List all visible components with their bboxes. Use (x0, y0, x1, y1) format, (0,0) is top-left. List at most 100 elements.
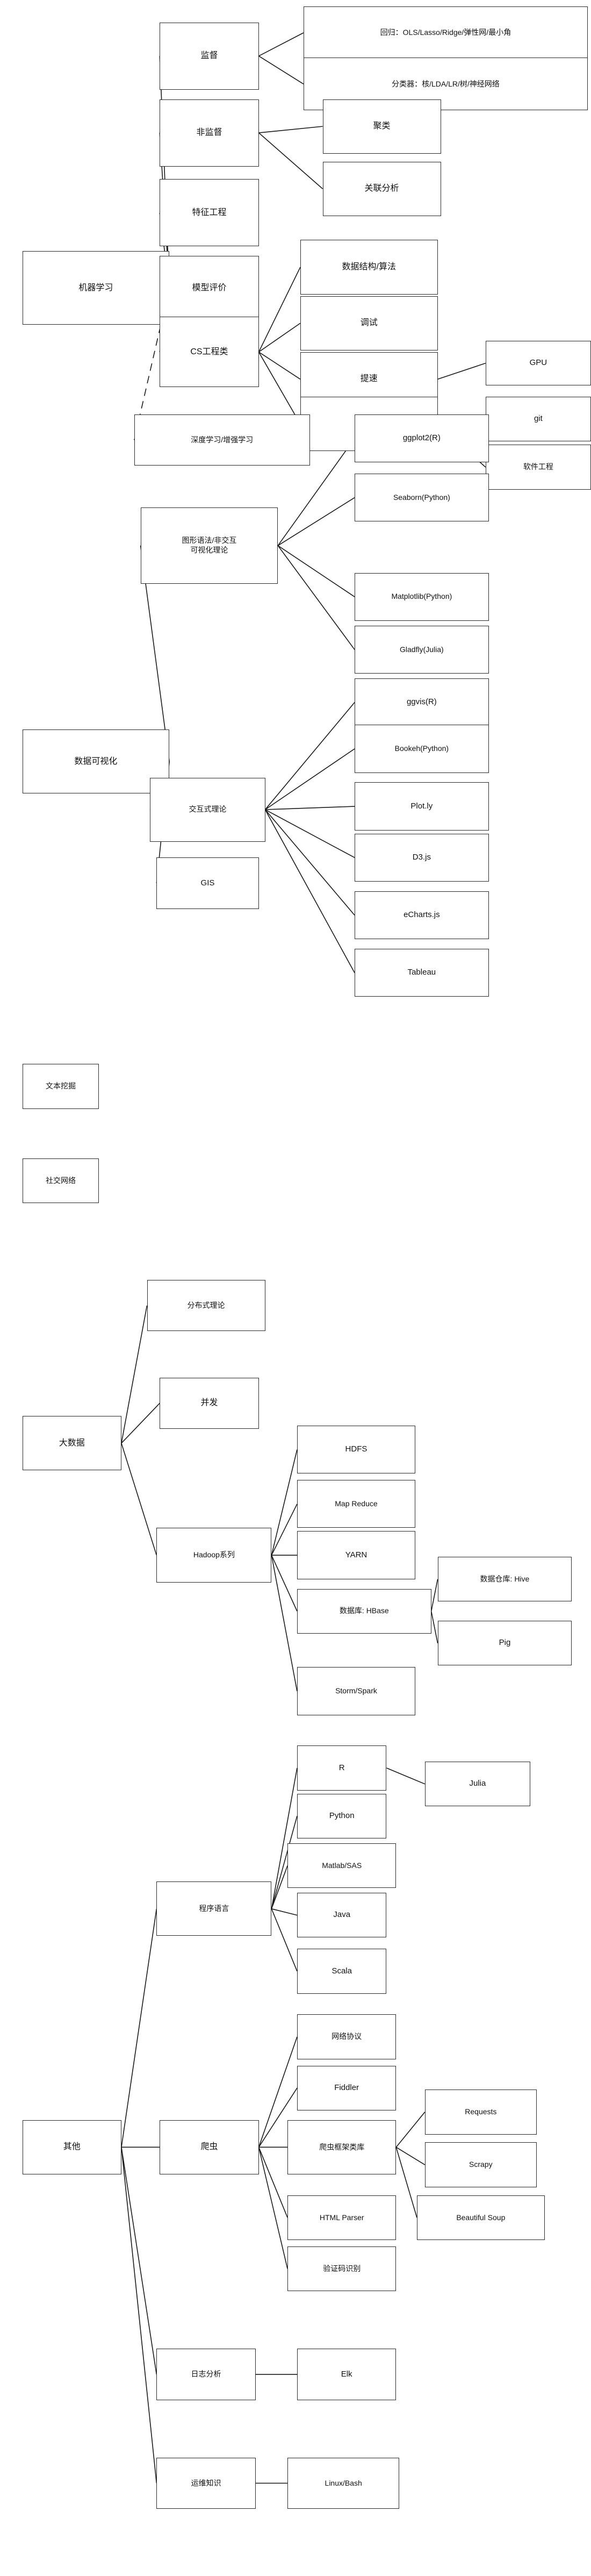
edge-other-to-loganalysis (121, 2147, 156, 2374)
node-htmlparser[interactable]: HTML Parser (287, 2195, 397, 2240)
node-modeleval[interactable]: 模型评价 (160, 256, 259, 320)
node-stormspark[interactable]: Storm/Spark (297, 1667, 415, 1715)
node-scala[interactable]: Scala (297, 1949, 387, 1994)
node-mapreduce[interactable]: Map Reduce (297, 1480, 415, 1528)
node-gladfly[interactable]: Gladfly(Julia) (355, 625, 489, 674)
node-cseng[interactable]: CS工程类 (160, 317, 259, 388)
node-ggplot2[interactable]: ggplot2(R) (355, 414, 489, 463)
node-matplotlib[interactable]: Matplotlib(Python) (355, 573, 489, 621)
node-label-opsknow: 运维知识 (191, 2478, 221, 2487)
edge-ml-to-supervised (160, 56, 169, 288)
node-dsalgo[interactable]: 数据结构/算法 (300, 240, 438, 295)
node-opsknow[interactable]: 运维知识 (156, 2457, 256, 2509)
node-linuxbash[interactable]: Linux/Bash (287, 2457, 400, 2509)
node-label-supervised: 监督 (200, 51, 218, 61)
node-hbase[interactable]: 数据库: HBase (297, 1588, 431, 1634)
node-deeplearn[interactable]: 深度学习/增强学习 (134, 414, 310, 466)
node-fiddler[interactable]: Fiddler (297, 2065, 397, 2110)
node-pig[interactable]: Pig (437, 1621, 572, 1666)
node-label-htmlparser: HTML Parser (319, 2213, 364, 2222)
edge-grammargraph-to-matplotlib (278, 546, 355, 597)
node-label-gis: GIS (200, 878, 215, 888)
node-label-scala: Scala (331, 1966, 352, 1976)
node-association[interactable]: 关联分析 (322, 161, 441, 216)
edge-proglang-to-java (271, 1909, 297, 1915)
node-netproto[interactable]: 网络协议 (297, 2014, 397, 2059)
edge-interactive-to-tableau (265, 810, 355, 973)
node-interactive[interactable]: 交互式理论 (150, 777, 265, 842)
node-label-feateng: 特征工程 (192, 207, 227, 217)
node-label-bookeh: Bookeh(Python) (394, 744, 449, 753)
node-bookeh[interactable]: Bookeh(Python) (355, 725, 489, 773)
node-gis[interactable]: GIS (156, 857, 259, 909)
node-beautifulsoup[interactable]: Beautiful Soup (416, 2195, 545, 2240)
node-requests[interactable]: Requests (424, 2090, 537, 2135)
node-yarn[interactable]: YARN (297, 1531, 415, 1579)
node-r[interactable]: R (297, 1745, 387, 1791)
node-python[interactable]: Python (297, 1793, 387, 1838)
node-crawlerlib[interactable]: 爬虫框架类库 (287, 2120, 397, 2174)
node-textmining[interactable]: 文本挖掘 (22, 1064, 99, 1109)
edge-unsupervised-to-clustering (259, 126, 323, 133)
node-label-plotly: Plot.ly (410, 801, 433, 811)
node-plotly[interactable]: Plot.ly (355, 782, 489, 831)
node-clustering[interactable]: 聚类 (322, 99, 441, 154)
node-hadoop[interactable]: Hadoop系列 (156, 1528, 272, 1583)
node-d3js[interactable]: D3.js (355, 833, 489, 882)
node-other[interactable]: 其他 (22, 2120, 121, 2174)
node-unsupervised[interactable]: 非监督 (160, 99, 259, 167)
node-loganalysis[interactable]: 日志分析 (156, 2349, 256, 2400)
edge-cseng-to-speedup (259, 352, 300, 380)
edge-cseng-to-debug (259, 323, 300, 352)
node-hdfs[interactable]: HDFS (297, 1425, 415, 1474)
node-scrapy[interactable]: Scrapy (424, 2142, 537, 2187)
node-grammargraph[interactable]: 图形语法/非交互 可视化理论 (140, 507, 278, 584)
node-seaborn[interactable]: Seaborn(Python) (355, 474, 489, 522)
edge-interactive-to-bookeh (265, 749, 355, 810)
node-label-fiddler: Fiddler (334, 2083, 359, 2092)
node-matlabsas[interactable]: Matlab/SAS (287, 1843, 397, 1888)
node-label-python: Python (329, 1811, 355, 1820)
edge-proglang-to-matlabsas (271, 1865, 287, 1908)
node-label-modeleval: 模型评价 (192, 283, 227, 292)
node-supervised[interactable]: 监督 (160, 22, 259, 90)
node-label-classifier: 分类器：核/LDA/LR/树/神经网络 (392, 79, 500, 88)
node-label-git: git (534, 414, 543, 424)
edge-crawler-to-captcha (259, 2147, 288, 2269)
node-socialnet[interactable]: 社交网络 (22, 1158, 99, 1204)
node-elk[interactable]: Elk (297, 2349, 397, 2400)
node-label-requests: Requests (465, 2107, 497, 2116)
node-dataviz[interactable]: 数据可视化 (22, 729, 170, 794)
node-label-linuxbash: Linux/Bash (325, 2478, 362, 2487)
node-hive[interactable]: 数据仓库: Hive (437, 1557, 572, 1602)
node-proglang[interactable]: 程序语言 (156, 1881, 272, 1936)
node-label-concurrency: 并发 (200, 1398, 218, 1408)
node-ggvis[interactable]: ggvis(R) (355, 678, 489, 727)
node-bigdata[interactable]: 大数据 (22, 1416, 121, 1471)
node-concurrency[interactable]: 并发 (160, 1377, 259, 1429)
node-label-dataviz: 数据可视化 (74, 756, 118, 766)
node-crawler[interactable]: 爬虫 (160, 2120, 259, 2174)
edge-proglang-to-scala (271, 1909, 297, 1971)
node-ml[interactable]: 机器学习 (22, 251, 170, 325)
node-distributed[interactable]: 分布式理论 (147, 1280, 265, 1332)
node-label-seaborn: Seaborn(Python) (393, 492, 450, 502)
node-julia[interactable]: Julia (424, 1762, 530, 1807)
node-echarts[interactable]: eCharts.js (355, 891, 489, 940)
node-git[interactable]: git (485, 397, 591, 442)
node-tableau[interactable]: Tableau (355, 949, 489, 997)
node-captcha[interactable]: 验证码识别 (287, 2246, 397, 2292)
node-regression[interactable]: 回归：OLS/Lasso/Ridge/弹性网/最小角 (303, 6, 588, 60)
node-label-julia: Julia (469, 1779, 486, 1788)
node-debug[interactable]: 调试 (300, 296, 438, 350)
node-label-association: 关联分析 (364, 184, 399, 194)
node-gpu[interactable]: GPU (485, 340, 591, 386)
node-label-hive: 数据仓库: Hive (480, 1574, 530, 1583)
node-label-clustering: 聚类 (373, 121, 391, 131)
node-label-ggvis: ggvis(R) (406, 697, 437, 707)
node-label-d3js: D3.js (412, 852, 431, 862)
node-feateng[interactable]: 特征工程 (160, 179, 259, 247)
node-java[interactable]: Java (297, 1893, 387, 1938)
node-softeng[interactable]: 软件工程 (485, 445, 591, 490)
node-label-debug: 调试 (360, 318, 378, 328)
